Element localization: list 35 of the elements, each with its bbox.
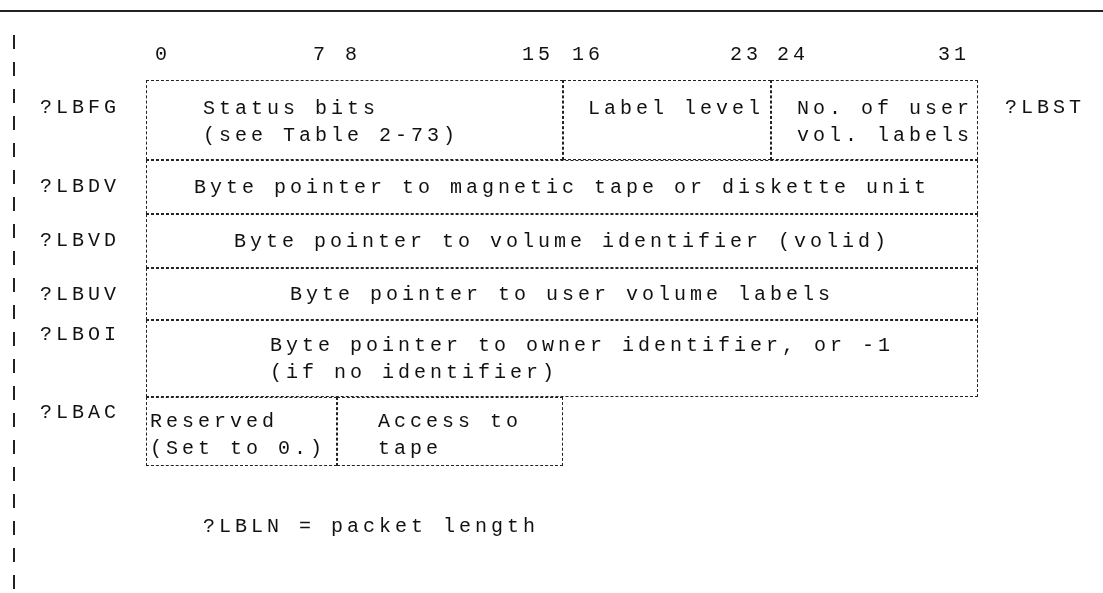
- field-offset-name: ?LBST: [1005, 96, 1085, 120]
- packet-field-cell: [146, 397, 337, 466]
- packet-field-cell: [146, 268, 978, 320]
- bit-number: 31: [938, 43, 970, 67]
- bit-number: 24: [777, 43, 809, 67]
- packet-field-cell: [563, 80, 771, 160]
- field-description: Reserved (Set to 0.): [150, 409, 328, 462]
- field-description: Byte pointer to volume identifier (volid): [232, 229, 892, 255]
- field-offset-name: ?LBDV: [40, 175, 120, 199]
- field-description: Byte pointer to magnetic tape or diskette unit: [192, 175, 932, 201]
- bit-number: 7: [313, 43, 329, 67]
- field-offset-name: ?LBFG: [40, 96, 120, 120]
- packet-field-cell: [146, 320, 978, 397]
- bit-number: 15: [522, 43, 554, 67]
- packet-field-cell: [146, 160, 978, 214]
- bit-number: 8: [345, 43, 361, 67]
- field-offset-name: ?LBUV: [40, 283, 120, 307]
- field-offset-name: ?LBOI: [40, 323, 120, 347]
- note: ?LBLN = packet length: [203, 515, 540, 539]
- bit-number: 0: [155, 43, 171, 67]
- packet-field-cell: [146, 80, 563, 160]
- field-description: Label level: [588, 96, 765, 122]
- field-description: No. of user vol. labels: [797, 96, 975, 149]
- field-description: Byte pointer to owner identifier, or -1 (if no identifier): [270, 333, 896, 386]
- packet-field-cell: [771, 80, 978, 160]
- field-description: (see Table 2-73): [203, 123, 460, 149]
- packet-field-cell: [337, 397, 563, 466]
- field-description: Byte pointer to user volume labels: [288, 282, 836, 308]
- bit-number: 16: [572, 43, 604, 67]
- field-description: Access to tape: [378, 409, 524, 462]
- field-description: Status bits: [203, 96, 380, 122]
- field-offset-name: ?LBAC: [40, 401, 120, 425]
- field-offset-name: ?LBVD: [40, 229, 120, 253]
- bit-number: 23: [730, 43, 762, 67]
- packet-field-cell: [146, 214, 978, 268]
